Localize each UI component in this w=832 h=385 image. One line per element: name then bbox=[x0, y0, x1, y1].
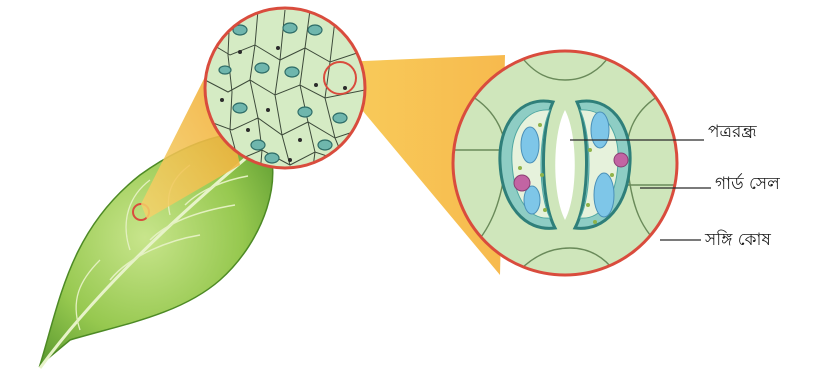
nucleus-left bbox=[514, 175, 530, 191]
stoma-view bbox=[453, 51, 680, 275]
label-stoma: পত্ররন্ধ্র bbox=[708, 124, 757, 141]
label-guard-cell: গার্ড সেল bbox=[715, 176, 780, 193]
label-subsidiary-cell: সঙ্গি কোষ bbox=[705, 232, 771, 249]
leaf bbox=[40, 133, 273, 368]
nucleus-right bbox=[614, 153, 628, 167]
